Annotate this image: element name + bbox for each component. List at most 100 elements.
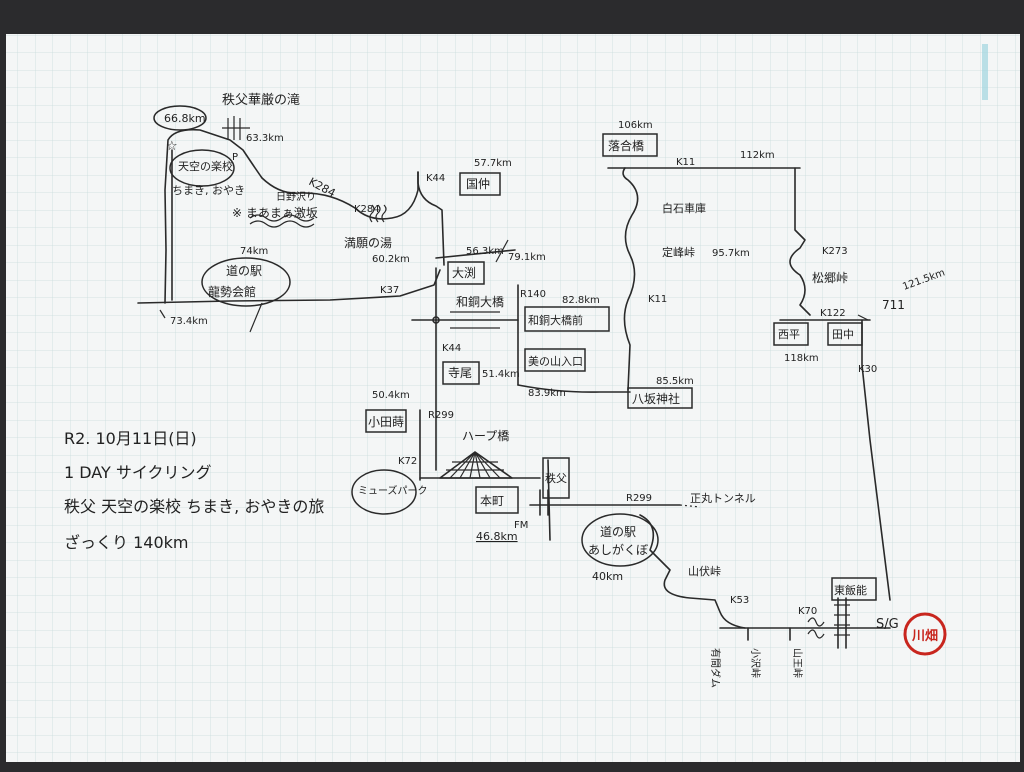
tanaka-box	[827, 322, 863, 346]
label-km563: 56.3km	[466, 246, 504, 257]
nishihira-box	[773, 322, 809, 346]
ochiai-box	[602, 133, 658, 157]
label-km106: 106km	[618, 120, 653, 131]
label-km602: 60.2km	[372, 254, 410, 265]
label-k284b: K284	[354, 204, 380, 215]
place-markers	[153, 105, 877, 601]
label-chichibu: 秩父	[545, 472, 567, 485]
teramae-box	[442, 361, 480, 385]
label-r711: 711	[882, 298, 905, 312]
ooshi-box	[447, 261, 485, 285]
label-shomaru: 正丸トンネル	[690, 492, 756, 505]
railway	[837, 597, 847, 649]
note-distance: ざっくり 140km	[64, 533, 188, 552]
label-tenku: 天空の楽校	[178, 159, 233, 173]
label-k273: K273	[822, 246, 848, 257]
label-k53: K53	[730, 595, 749, 606]
muse-circle	[351, 469, 417, 515]
honmachi-box	[475, 486, 519, 514]
road-k11-east	[789, 167, 811, 316]
label-muse: ミューズパーク	[358, 484, 428, 497]
odamae-box	[365, 409, 407, 433]
label-k44b: K44	[442, 343, 461, 354]
label-sanno: 山王峠	[791, 648, 803, 678]
railway-ties	[834, 604, 850, 636]
onsen-icon	[369, 204, 387, 223]
label-km957: 95.7km	[712, 248, 750, 259]
railway-chichibu	[539, 489, 549, 516]
label-km118: 118km	[784, 353, 819, 364]
label-k72: K72	[398, 456, 417, 467]
hanko-stamp: 川畑	[903, 612, 947, 656]
paper-edge-mark	[982, 44, 988, 100]
label-gekisaka: ※ まあまぁ激坂	[232, 206, 318, 220]
tenku-circle	[169, 149, 235, 187]
label-harp: ハープ橋	[462, 429, 509, 443]
label-ryusei: 龍勢会館	[208, 284, 256, 299]
label-mangan: 満願の湯	[344, 236, 392, 250]
label-km791: 79.1km	[508, 252, 546, 263]
label-star: ☆	[166, 139, 178, 154]
note-trip: 秩父 天空の楽校 ちまき, おやきの旅	[64, 497, 324, 516]
label-k70: K70	[798, 606, 817, 617]
bridge-lines	[450, 311, 500, 329]
k30-tick	[857, 314, 869, 321]
label-km504: 50.4km	[372, 390, 410, 401]
label-km668: 66.8km	[164, 112, 206, 125]
road-chichibu-south	[547, 459, 551, 541]
road-squiggle	[807, 617, 825, 639]
road-minoyama	[517, 384, 631, 393]
label-km40: 40km	[592, 570, 623, 583]
road-r299-dotted	[679, 504, 701, 508]
label-k11a: K11	[676, 157, 695, 168]
label-km468: 46.8km	[476, 530, 518, 543]
label-k11b: K11	[648, 294, 667, 305]
graph-grid	[6, 34, 1020, 762]
label-aritoma: 有間ダム	[709, 648, 722, 688]
label-nishihira: 西平	[778, 328, 800, 341]
label-honmachi: 本町	[480, 494, 504, 508]
label-sg: S/G	[876, 617, 899, 632]
label-matsugou: 松郷峠	[812, 270, 848, 285]
label-km828: 82.8km	[562, 295, 600, 306]
kunaka-box	[459, 172, 501, 196]
label-k37: K37	[380, 285, 399, 296]
label-km577: 57.7km	[474, 158, 512, 169]
km-divider	[495, 239, 509, 263]
label-k30: K30	[858, 364, 877, 375]
label-higashihanno: 東飯能	[834, 583, 867, 597]
label-km855: 85.5km	[656, 376, 694, 387]
label-km74: 74km	[240, 246, 268, 257]
label-parking: P	[232, 152, 238, 163]
chichibu-box	[542, 457, 570, 499]
label-k44a: K44	[426, 173, 445, 184]
label-km839: 83.9km	[528, 388, 566, 399]
label-michinoeki1: 道の駅	[226, 264, 262, 278]
road-k44-north	[417, 171, 445, 266]
label-yamabushi: 山伏峠	[688, 564, 721, 578]
label-wado2: 和銅大橋前	[528, 313, 583, 327]
label-km514: 51.4km	[482, 369, 520, 380]
trip-notes: R2. 10月11日(日) 1 DAY サイクリング 秩父 天空の楽校 ちまき,…	[64, 429, 324, 552]
label-hinozawa: 日野沢り	[276, 190, 316, 203]
label-r140: R140	[520, 289, 546, 300]
label-tanaka: 田中	[832, 328, 854, 341]
road-yamabushi	[639, 514, 746, 629]
label-kosawa: 小沢峠	[749, 648, 762, 678]
label-km734: 73.4km	[170, 316, 208, 327]
road-k37	[137, 269, 441, 304]
ryusei-slash	[249, 302, 263, 333]
waterfall-icon	[222, 116, 250, 140]
label-r299b: R299	[626, 493, 652, 504]
label-km633: 63.3km	[246, 133, 284, 144]
label-kunaka: 国仲	[466, 177, 490, 191]
label-ooshi: 大渕	[452, 266, 476, 280]
road-k11-wavy	[622, 167, 639, 391]
harp-bridge-icon	[439, 451, 513, 479]
junction-node	[432, 316, 440, 324]
minoyama-box	[524, 348, 586, 372]
ryusei-circle	[201, 257, 291, 307]
label-ashigakubo: あしがくぼ	[588, 542, 648, 557]
label-teramae: 寺尾	[448, 366, 472, 380]
